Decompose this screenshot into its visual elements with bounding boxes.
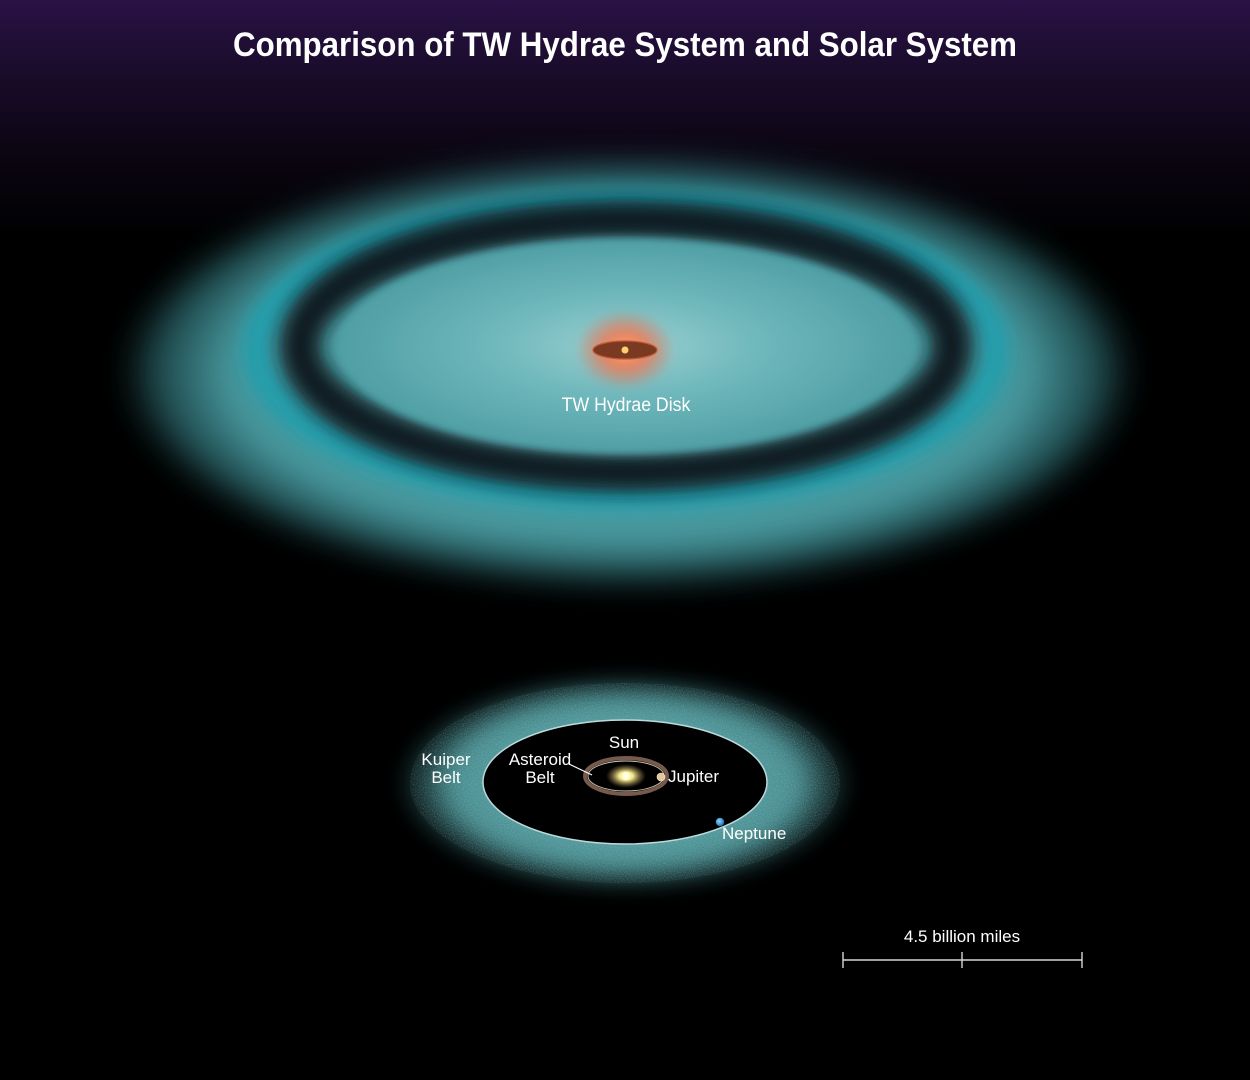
tw-hydrae-disk [118,154,1138,590]
scale-bar-label: 4.5 billion miles [903,927,1021,946]
disk-dark-gap [280,200,972,492]
tw-hydrae-star [621,346,629,354]
page-title: Comparison of TW Hydrae System and Solar… [233,26,1017,64]
asteroid-belt-label-line2: Belt [525,767,555,787]
asteroid-belt-label: Asteroid Belt [500,751,580,787]
jupiter-label: Jupiter [668,767,720,786]
scale-bar [842,952,1083,968]
asteroid-belt-pointer [568,763,593,776]
neptune-planet [715,817,725,827]
kuiper-belt-label-line1: Kuiper [421,750,471,769]
kuiper-belt-label: Kuiper Belt [412,751,480,787]
asteroid-belt-ring [583,756,669,796]
kuiper-belt-label-line2: Belt [431,767,461,787]
jupiter-planet [656,772,666,782]
asteroid-belt-label-line1: Asteroid [508,750,572,769]
solar-system [395,673,855,893]
tw-hydrae-disk-label: TW Hydrae Disk [561,395,691,416]
sun-core [622,772,630,780]
sun-label: Sun [608,733,640,752]
neptune-label: Neptune [722,824,787,843]
